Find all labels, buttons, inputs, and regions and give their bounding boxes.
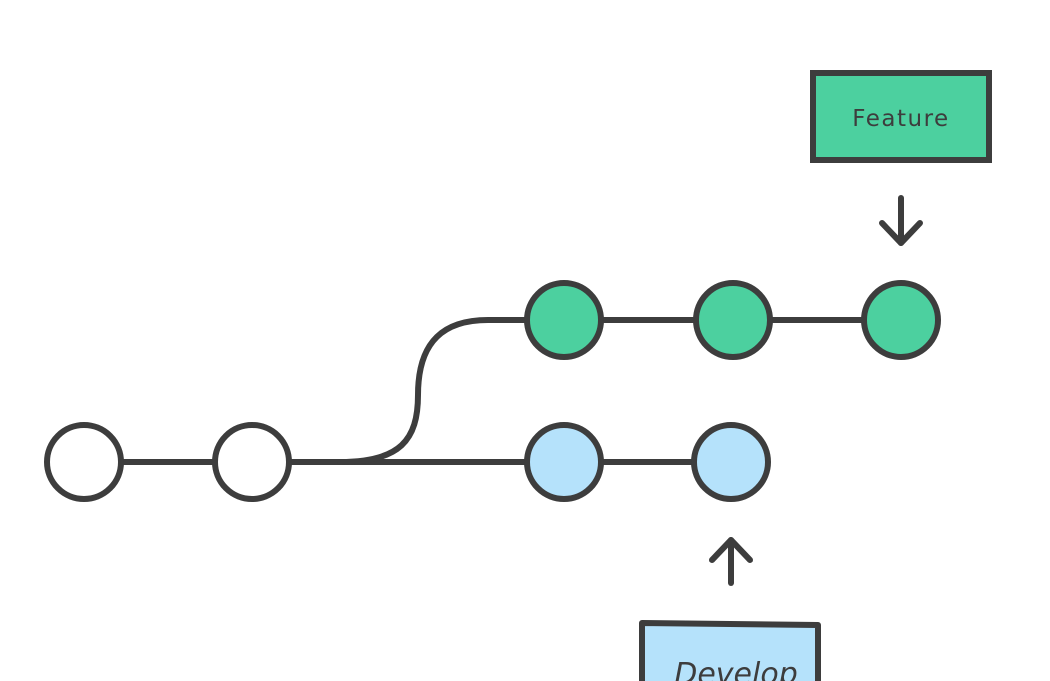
- feature-label: Feature: [810, 70, 992, 163]
- feature-commit-3: [861, 280, 941, 360]
- feature-label-text: Feature: [852, 106, 949, 132]
- feature-label-box: [810, 70, 992, 163]
- develop-label-box: [639, 620, 821, 681]
- develop-commit-1: [524, 422, 604, 502]
- branch-edges: [119, 317, 866, 465]
- develop-label: Develop: [639, 620, 821, 681]
- arrow-down-icon: [879, 195, 923, 246]
- feature-commit-2: [693, 280, 773, 360]
- arrow-up-icon: [709, 537, 753, 586]
- feature-branch-curve: [337, 317, 529, 465]
- main-commits: [44, 422, 292, 502]
- develop-commit-2: [691, 422, 771, 502]
- main-commit-1: [44, 422, 124, 502]
- main-commit-2: [212, 422, 292, 502]
- develop-label-text: Develop: [674, 657, 798, 681]
- feature-commit-1: [524, 280, 604, 360]
- feature-commits: [524, 280, 941, 360]
- develop-commits: [524, 422, 771, 502]
